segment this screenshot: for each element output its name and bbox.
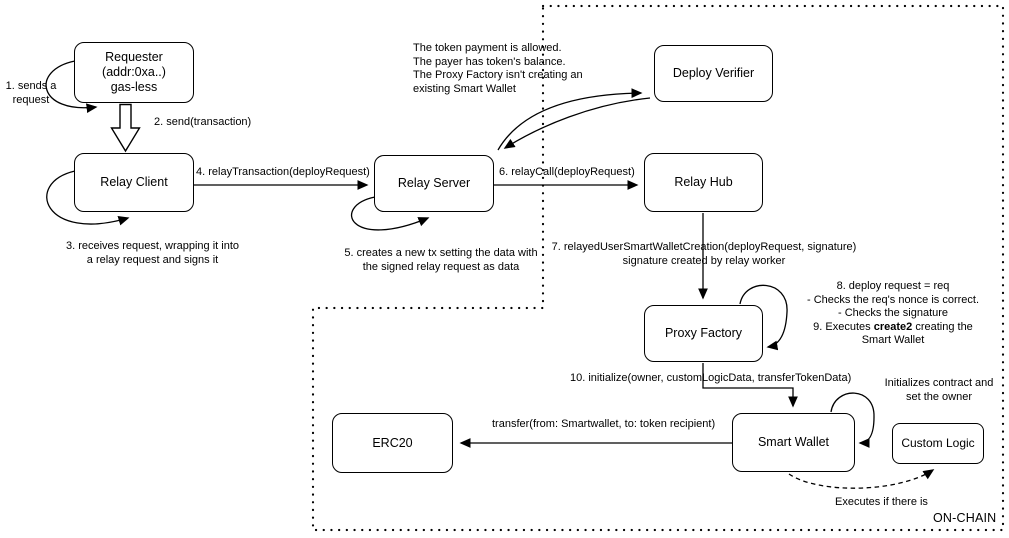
node-smart-wallet-label: Smart Wallet: [757, 435, 830, 449]
self-loop-proxy-factory: [739, 284, 788, 351]
edge-verifier-request: [497, 88, 643, 151]
node-smart-wallet[interactable]: Smart Wallet: [732, 413, 855, 472]
edge-verifier-response: [503, 97, 651, 149]
node-relay-client-label: Relay Client: [100, 175, 168, 189]
annotation-step2: 2. send(transaction): [154, 116, 252, 128]
onchain-boundary: [311, 4, 1005, 532]
annotation-verifier-note: The token payment is allowed. The payer …: [413, 42, 583, 95]
annotation-step7: 7. relayedUserSmartWalletCreation(deploy…: [551, 241, 857, 267]
self-loop-smart-wallet: [830, 392, 875, 448]
node-requester[interactable]: Requester (addr:0xa..) gas-less: [74, 42, 194, 103]
annotation-step8-9-pre: 8. deploy request = req - Checks the req…: [806, 280, 980, 333]
node-custom-logic-label: Custom Logic: [901, 436, 975, 450]
self-loop-relay-server: [350, 196, 430, 231]
self-loop-requester: [45, 60, 98, 113]
annotation-step6: 6. relayCall(deployRequest): [499, 166, 635, 178]
annotation-step4: 4. relayTransaction(deployRequest): [196, 166, 370, 178]
annotation-transfer: transfer(from: Smartwallet, to: token re…: [492, 418, 716, 430]
annotation-step8-9-post: creating the Smart Wallet: [861, 320, 973, 347]
annotation-step10: 10. initialize(owner, customLogicData, t…: [570, 372, 852, 384]
node-custom-logic[interactable]: Custom Logic: [892, 423, 984, 464]
node-relay-hub-label: Relay Hub: [674, 175, 733, 189]
annotation-step3: 3. receives request, wrapping it into a …: [65, 240, 240, 266]
annotation-step5: 5. creates a new tx setting the data wit…: [344, 247, 538, 273]
annotation-initializes-note: Initializes contract and set the owner: [884, 377, 994, 403]
annotation-step1: 1. sends a request: [5, 80, 57, 106]
node-relay-client[interactable]: Relay Client: [74, 153, 194, 212]
node-requester-label: Requester (addr:0xa..) gas-less: [102, 50, 166, 94]
edge-executes-custom-logic: [788, 469, 935, 489]
annotation-step8-9-bold: create2: [873, 320, 913, 333]
node-relay-hub[interactable]: Relay Hub: [644, 153, 763, 212]
edge-initialize: [702, 363, 798, 408]
node-relay-server[interactable]: Relay Server: [374, 155, 494, 212]
node-relay-server-label: Relay Server: [397, 176, 471, 190]
node-erc20-label: ERC20: [372, 435, 413, 450]
node-proxy-factory[interactable]: Proxy Factory: [644, 305, 763, 362]
node-deploy-verifier-label: Deploy Verifier: [672, 66, 755, 80]
onchain-label: ON-CHAIN: [933, 511, 997, 525]
annotation-executes-note: Executes if there is: [835, 496, 928, 508]
send-transaction-block-arrow: [110, 103, 141, 153]
annotation-step8-9: 8. deploy request = req - Checks the req…: [788, 280, 998, 348]
self-loop-relay-client: [46, 170, 130, 226]
node-erc20[interactable]: ERC20: [332, 413, 453, 473]
node-deploy-verifier[interactable]: Deploy Verifier: [654, 45, 773, 102]
node-proxy-factory-label: Proxy Factory: [664, 326, 743, 340]
